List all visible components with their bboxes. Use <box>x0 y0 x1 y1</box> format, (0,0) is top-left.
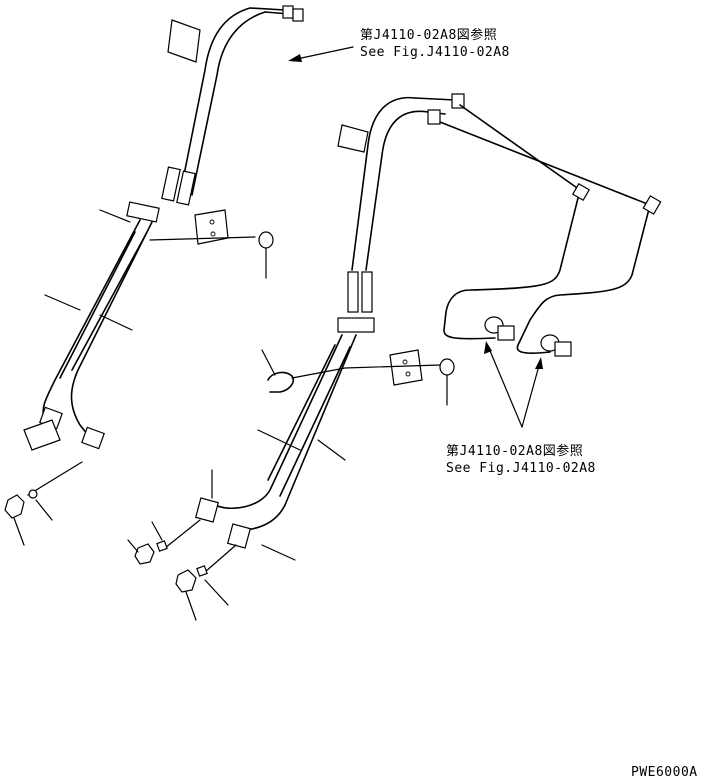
reference-arrows <box>288 46 543 428</box>
left-bottom-parts <box>4 419 83 546</box>
top-reference-label-jp: 第J4110-02A8図参照 <box>360 27 497 43</box>
right-pipe-assembly <box>439 104 662 357</box>
left-pipe-assembly <box>31 5 304 451</box>
center-bottom-parts <box>127 519 237 621</box>
top-reference-label-en: See Fig.J4110-02A8 <box>360 45 510 60</box>
right-reference-label-jp: 第J4110-02A8図参照 <box>446 443 583 459</box>
center-pipe-assembly <box>194 93 465 561</box>
right-reference-label-en: See Fig.J4110-02A8 <box>446 461 596 476</box>
drawing-code: PWE6000A <box>631 765 698 780</box>
